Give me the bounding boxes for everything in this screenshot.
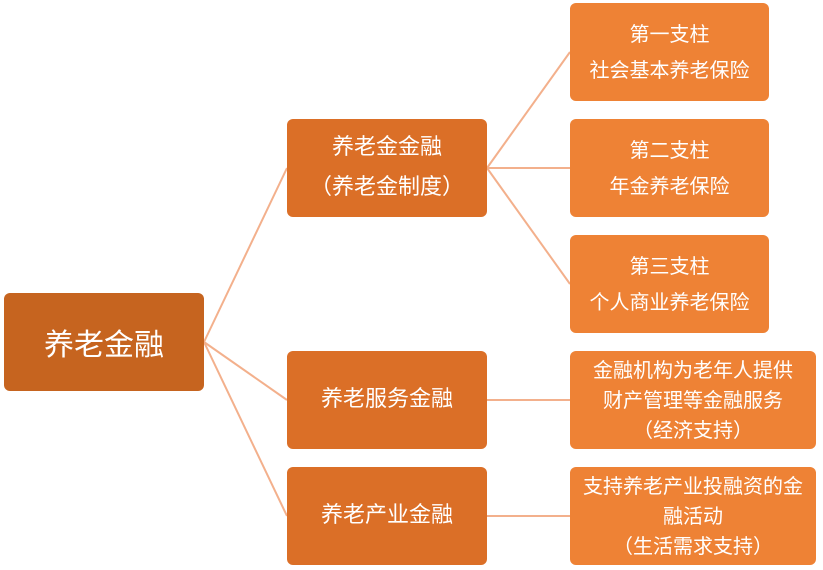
branch-node-pension-service-finance: 养老服务金融 xyxy=(287,351,487,449)
branch-label: 养老产业金融 xyxy=(320,503,453,528)
detail-line-3: （生活需求支持） xyxy=(613,534,773,558)
pillar-description: 个人商业养老保险 xyxy=(589,290,750,314)
connector-pension-fund-to-pillar-1 xyxy=(486,51,571,169)
branch-node-pension-fund-finance: 养老金金融 （养老金制度） xyxy=(287,119,487,217)
pillar-title: 第一支柱 xyxy=(629,22,710,46)
leaf-node-pillar-3: 第三支柱 个人商业养老保险 xyxy=(570,235,769,333)
branch-label: 养老金金融 xyxy=(331,135,442,160)
root-node-pension-finance: 养老金融 xyxy=(4,293,204,391)
detail-line-2: 财产管理等金融服务 xyxy=(603,388,783,412)
connector-root-to-service xyxy=(203,341,288,401)
pillar-title: 第三支柱 xyxy=(629,254,710,278)
connector-pension-fund-to-pillar-3 xyxy=(486,167,571,285)
connector-root-to-pension-fund xyxy=(203,167,288,343)
detail-line-1: 支持养老产业投融资的金 xyxy=(583,474,803,498)
leaf-node-pillar-2: 第二支柱 年金养老保险 xyxy=(570,119,769,217)
leaf-node-service-detail: 金融机构为老年人提供 财产管理等金融服务 （经济支持） xyxy=(570,351,816,449)
detail-line-3: （经济支持） xyxy=(633,418,753,442)
leaf-node-pillar-1: 第一支柱 社会基本养老保险 xyxy=(570,3,769,101)
detail-line-2: 融活动 xyxy=(663,504,723,528)
branch-sublabel: （养老金制度） xyxy=(309,175,464,200)
detail-line-1: 金融机构为老年人提供 xyxy=(593,358,793,382)
branch-node-pension-industry-finance: 养老产业金融 xyxy=(287,467,487,565)
connector-root-to-industry xyxy=(203,341,288,517)
pillar-title: 第二支柱 xyxy=(629,138,710,162)
root-label: 养老金融 xyxy=(44,328,164,363)
branch-label: 养老服务金融 xyxy=(320,387,453,412)
pillar-description: 年金养老保险 xyxy=(609,174,730,198)
leaf-node-industry-detail: 支持养老产业投融资的金 融活动 （生活需求支持） xyxy=(570,467,816,565)
pillar-description: 社会基本养老保险 xyxy=(589,58,750,82)
